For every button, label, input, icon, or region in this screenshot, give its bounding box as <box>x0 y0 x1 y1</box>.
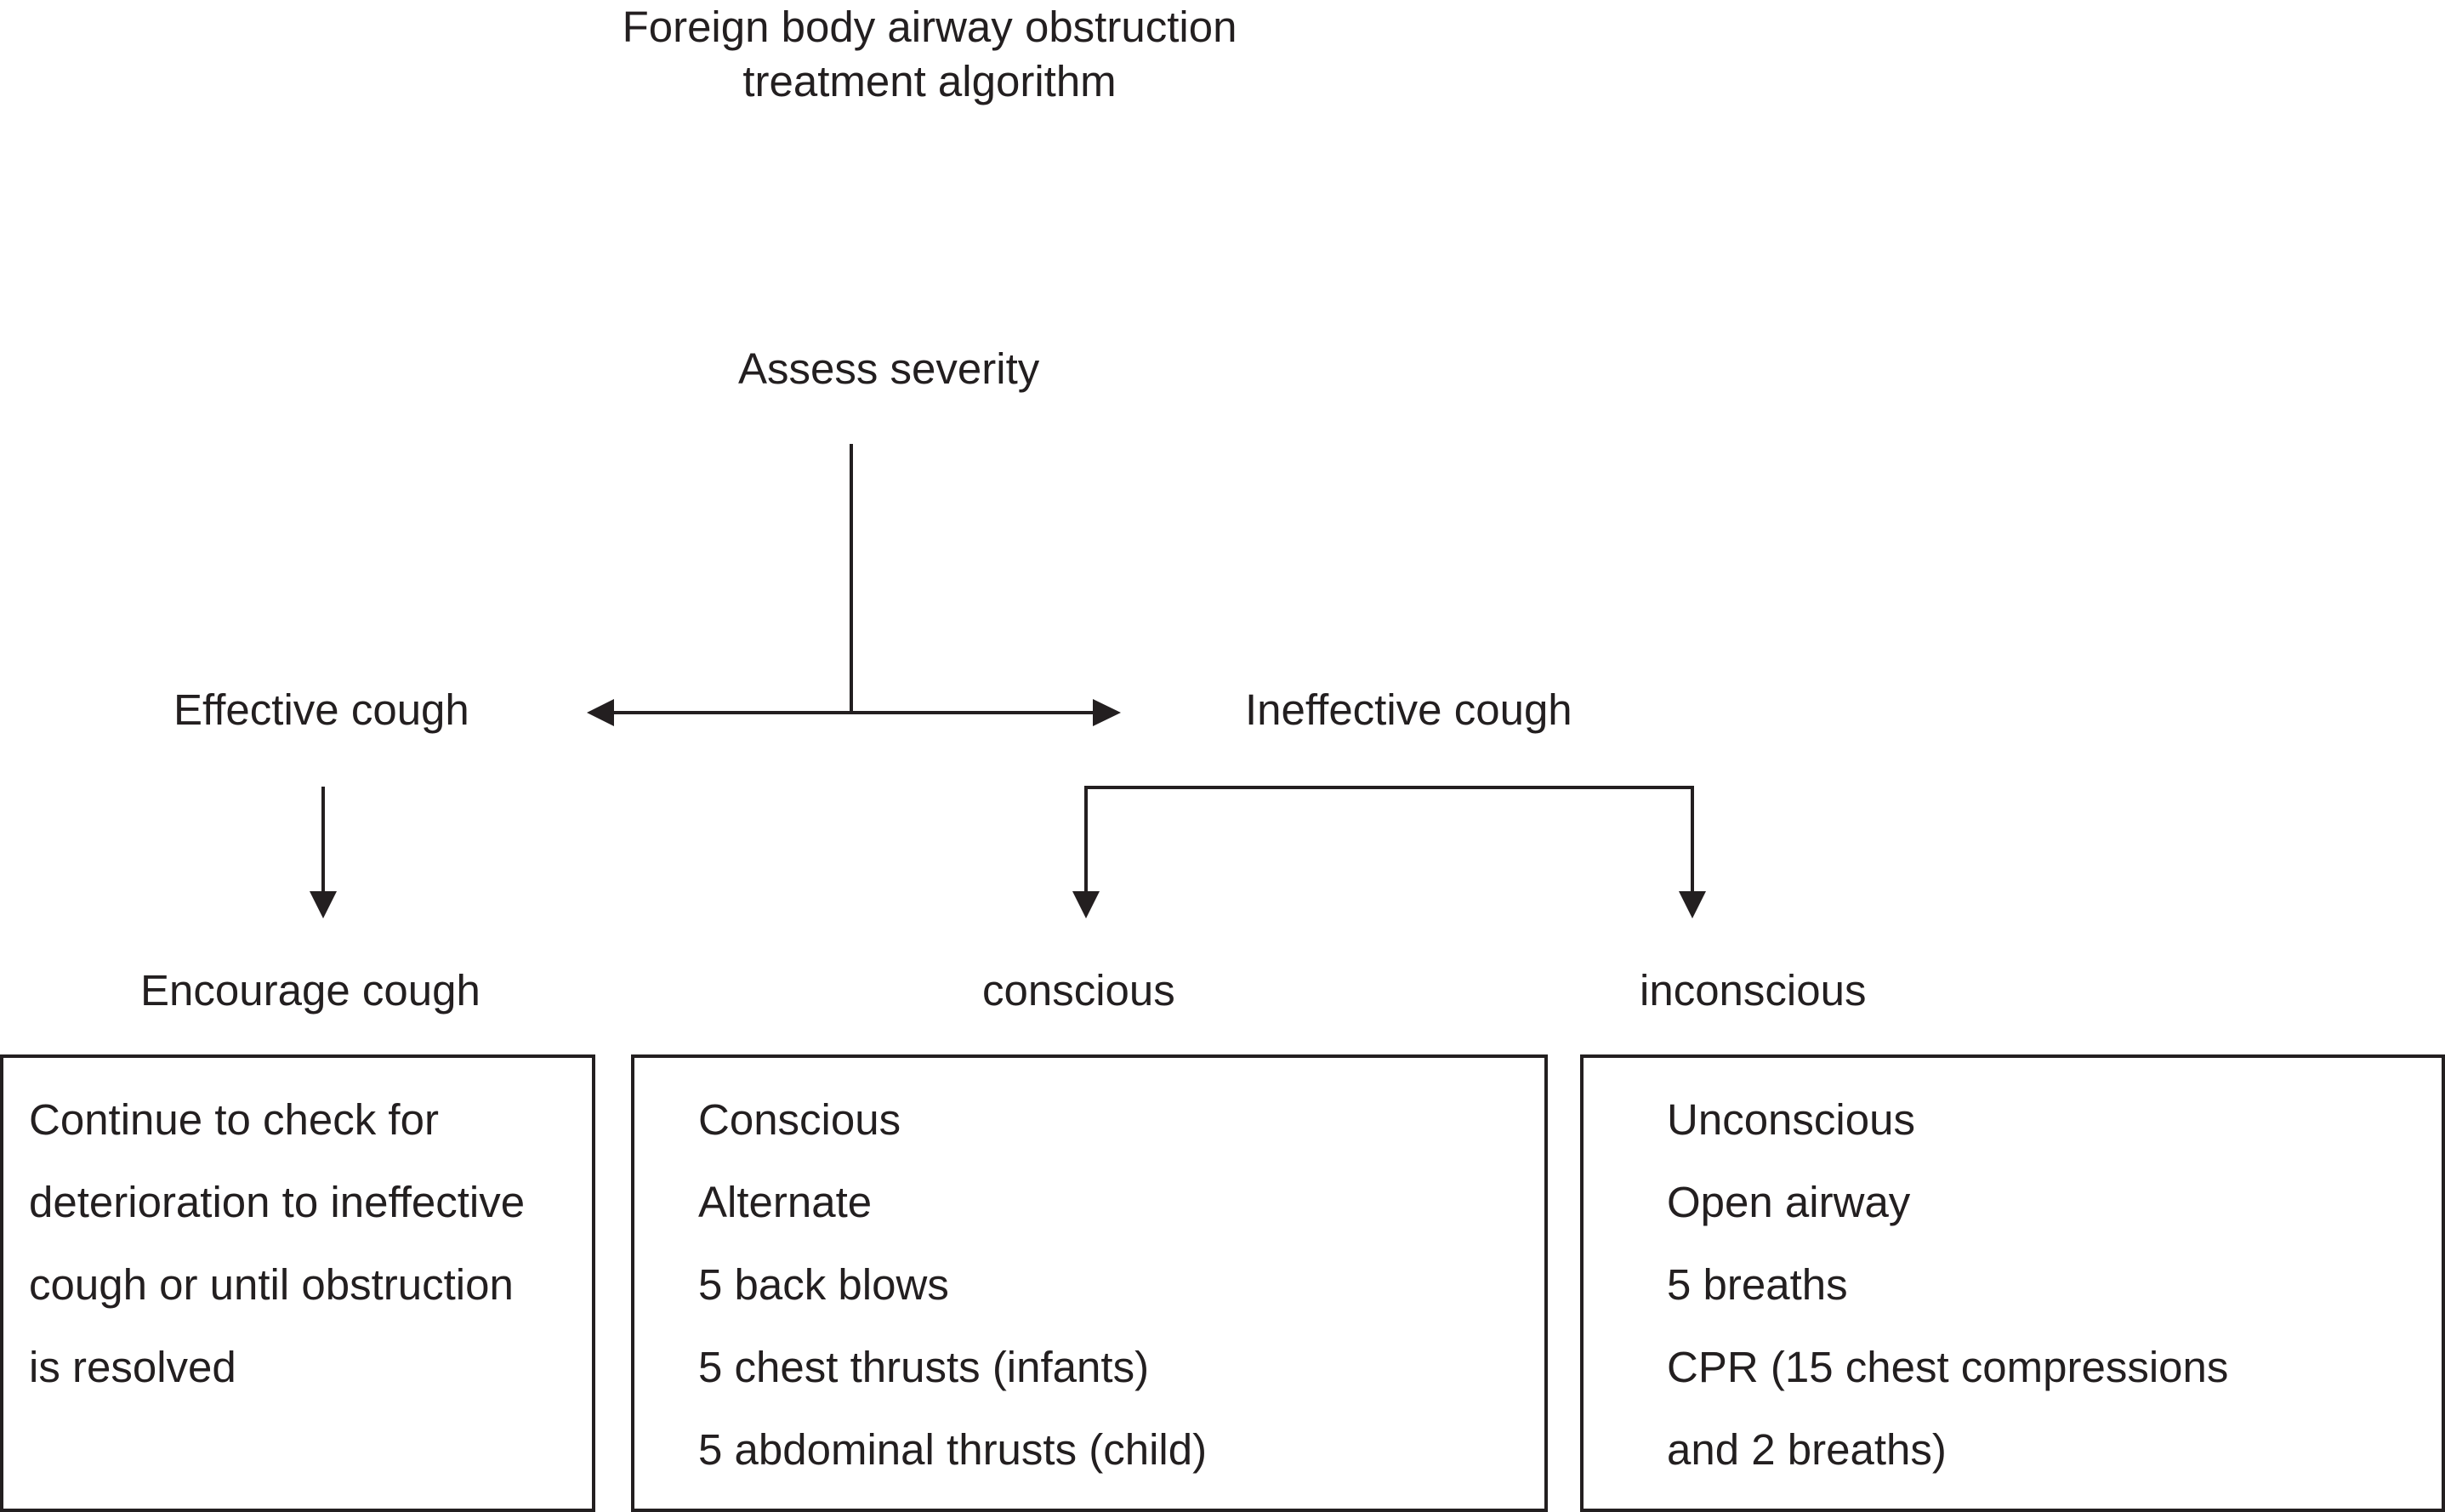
effective-box-line-3: cough or until obstruction <box>29 1260 514 1309</box>
unconscious-box-line-1: Unconscious <box>1667 1095 1915 1144</box>
conscious-arrowhead <box>1072 891 1100 918</box>
arrowhead-left <box>587 699 614 726</box>
conscious-box-line-2: Alternate <box>698 1178 873 1226</box>
conscious-label: conscious <box>982 966 1175 1015</box>
title-line-2: treatment algorithm <box>742 57 1117 105</box>
unconscious-arrowhead <box>1679 891 1706 918</box>
conscious-box-line-1: Conscious <box>698 1095 901 1144</box>
arrowhead-right <box>1093 699 1121 726</box>
effective-box-line-2: deterioration to ineffective <box>29 1178 526 1226</box>
unconscious-box-line-3: 5 breaths <box>1667 1260 1848 1309</box>
conscious-box: Conscious Alternate 5 back blows 5 chest… <box>631 1054 1548 1512</box>
effective-cough-box: Continue to check for deterioration to i… <box>0 1054 595 1512</box>
effective-cough-label: Effective cough <box>173 685 469 734</box>
conscious-box-line-3: 5 back blows <box>698 1260 949 1309</box>
effective-box-line-1: Continue to check for <box>29 1095 439 1144</box>
conscious-box-line-5: 5 abdominal thrusts (child) <box>698 1425 1208 1474</box>
ineffective-branch-line <box>1084 786 1694 891</box>
unconscious-box-line-2: Open airway <box>1667 1178 1911 1226</box>
effective-box-line-4: is resolved <box>29 1343 236 1391</box>
assess-severity-label: Assess severity <box>738 344 1040 393</box>
effective-down-arrowhead <box>310 891 337 918</box>
unconscious-box-line-5: and 2 breaths) <box>1667 1425 1947 1474</box>
diagram-title: Foreign body airway obstruction treatmen… <box>504 0 1355 109</box>
unconscious-box: Unconscious Open airway 5 breaths CPR (1… <box>1580 1054 2445 1512</box>
unconscious-box-line-4: CPR (15 chest compressions <box>1667 1343 2229 1391</box>
ineffective-cough-label: Ineffective cough <box>1245 685 1572 734</box>
encourage-cough-label: Encourage cough <box>140 966 480 1015</box>
unconscious-label: inconscious <box>1640 966 1867 1015</box>
title-line-1: Foreign body airway obstruction <box>622 3 1237 51</box>
conscious-box-line-4: 5 chest thrusts (infants) <box>698 1343 1150 1391</box>
